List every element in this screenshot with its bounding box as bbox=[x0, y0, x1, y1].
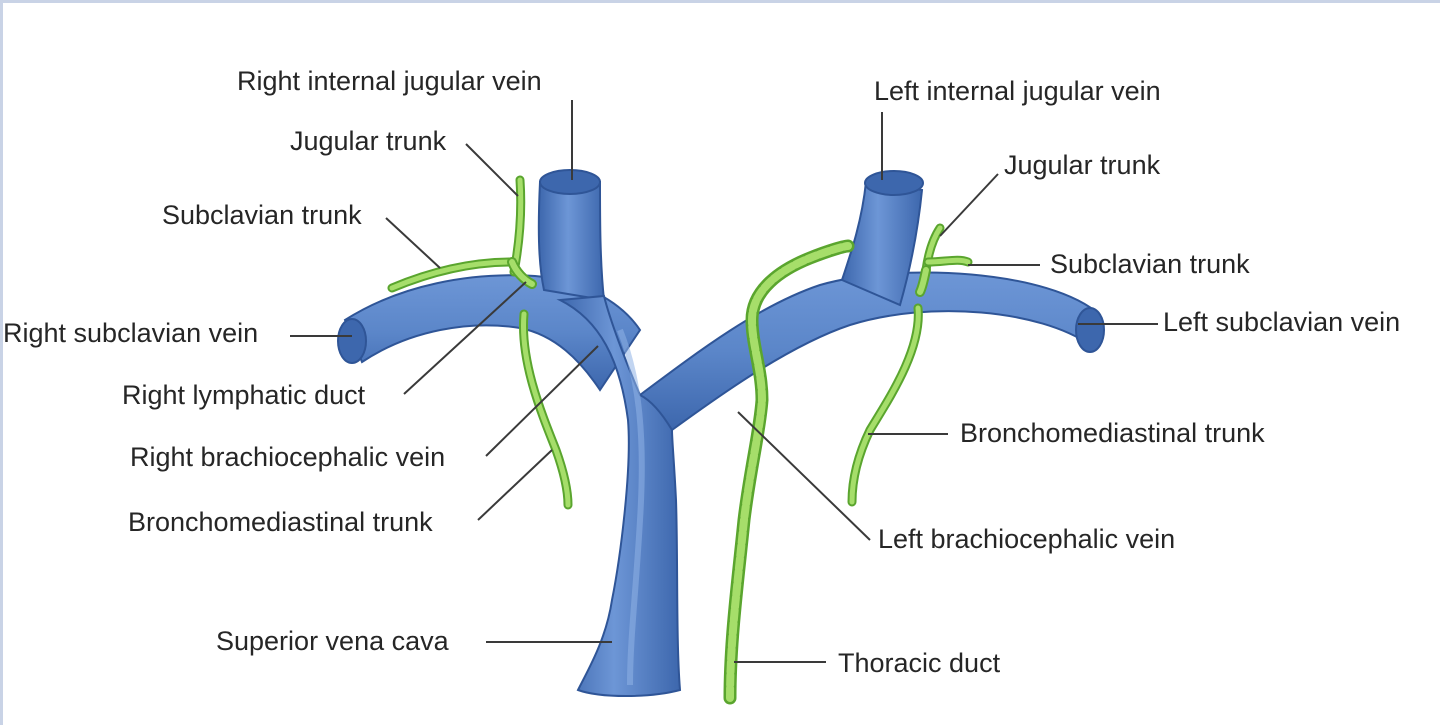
leader-right-subclavian-trunk bbox=[385, 217, 441, 269]
veins bbox=[337, 169, 1105, 697]
left-subclavian-vein bbox=[638, 271, 1102, 432]
right-bronchomediastinal-trunk-inner bbox=[520, 311, 571, 508]
label-right-lymphatic-duct: Right lymphatic duct bbox=[122, 380, 366, 410]
label-left-jugular-trunk: Jugular trunk bbox=[1004, 150, 1161, 180]
label-right-subclavian-vein: Right subclavian vein bbox=[3, 318, 258, 348]
label-right-bronchomediastinal-trunk: Bronchomediastinal trunk bbox=[128, 507, 433, 537]
left-internal-jugular-vein bbox=[840, 180, 924, 307]
superior-vena-cava bbox=[556, 294, 682, 697]
leader-right-lymphatic-duct bbox=[403, 281, 527, 395]
label-left-brachiocephalic-vein: Left brachiocephalic vein bbox=[878, 524, 1175, 554]
label-right-internal-jugular-vein: Right internal jugular vein bbox=[237, 66, 542, 96]
label-left-subclavian-vein: Left subclavian vein bbox=[1163, 307, 1400, 337]
left-subclavian-trunk-inner bbox=[925, 257, 971, 265]
leader-left-jugular-trunk bbox=[939, 173, 999, 237]
lymphatics bbox=[387, 175, 973, 705]
leader-right-bronchomediastinal-trunk bbox=[477, 449, 553, 521]
right-internal-jugular-vein-lumen bbox=[539, 169, 601, 195]
leader-right-jugular-trunk bbox=[465, 143, 519, 197]
left-lymph-junction-inner bbox=[917, 267, 929, 295]
right-subclavian-trunk-inner bbox=[389, 259, 515, 291]
label-superior-vena-cava: Superior vena cava bbox=[216, 626, 450, 656]
right-internal-jugular-vein bbox=[537, 181, 606, 302]
leader-left-brachiocephalic-vein bbox=[737, 411, 871, 541]
label-left-subclavian-trunk: Subclavian trunk bbox=[1050, 249, 1250, 279]
svc-highlight bbox=[617, 328, 645, 686]
left-subclavian-vein-lumen bbox=[1075, 307, 1105, 353]
label-right-brachiocephalic-vein: Right brachiocephalic vein bbox=[130, 442, 445, 472]
leader-lines bbox=[290, 100, 1158, 663]
label-left-bronchomediastinal-trunk: Bronchomediastinal trunk bbox=[960, 418, 1265, 448]
labels: Right internal jugular vein Left interna… bbox=[3, 66, 1400, 678]
left-internal-jugular-vein-lumen bbox=[864, 170, 924, 196]
thoracic-duct-inner bbox=[726, 242, 852, 702]
label-right-jugular-trunk: Jugular trunk bbox=[290, 126, 447, 156]
leader-right-brachiocephalic-vein bbox=[485, 345, 599, 457]
label-left-internal-jugular-vein: Left internal jugular vein bbox=[874, 76, 1161, 106]
right-lymphatic-duct-inner bbox=[509, 259, 535, 287]
left-bronchomediastinal-trunk-inner bbox=[849, 305, 921, 505]
label-right-subclavian-trunk: Subclavian trunk bbox=[162, 200, 362, 230]
right-subclavian-vein-lumen bbox=[337, 318, 367, 364]
label-thoracic-duct: Thoracic duct bbox=[838, 648, 1001, 678]
